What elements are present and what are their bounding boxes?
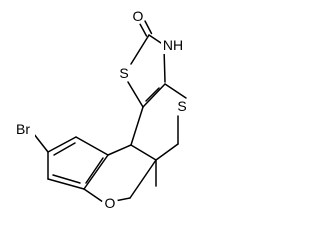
oxygen-carbonyl-label: O: [130, 8, 146, 24]
oxygen-ether-text: O: [105, 195, 116, 211]
bond-c4a-c9b: [130, 144, 157, 161]
bond-ring-2: [47, 178, 85, 190]
sulfur-thiopyran-text: S: [177, 98, 186, 114]
structure-diagram: O NH S S Br O: [11, 8, 190, 211]
oxygen-ether-label: O: [102, 195, 118, 211]
atom-label-layer: O NH S S Br O: [11, 8, 190, 211]
oxygen-carbonyl-text: O: [133, 8, 144, 24]
sulfur-thiopyran-label: S: [174, 98, 190, 114]
bromine-label: Br: [11, 120, 35, 138]
sulfur-thiazole-text: S: [119, 65, 128, 81]
bond-ring-2-inner: [52, 174, 81, 184]
bond-c2-o-double-a: [139, 23, 148, 37]
bond-ring-6-inner: [85, 157, 104, 184]
bromine-text: Br: [16, 121, 30, 137]
nh-label: NH: [161, 36, 185, 54]
bond-c3a-s-thiopyran: [164, 83, 187, 99]
bond-ring-4: [47, 136, 77, 153]
nh-text: NH: [163, 37, 183, 53]
bond-c3a-c9b-inner: [145, 87, 160, 102]
bond-c2-s: [130, 34, 150, 65]
bond-ring-4-inner: [53, 142, 76, 156]
bond-c4a-ch2o: [129, 159, 157, 199]
bond-ch2-c4a: [155, 143, 179, 161]
bond-o-c-aryl: [83, 188, 104, 203]
bond-s-c9b: [127, 81, 144, 108]
bond-c2-o-double-b: [144, 20, 153, 35]
sulfur-thiazole-label: S: [116, 65, 132, 81]
bond-c3a-c9b: [142, 83, 166, 108]
bond-ring-1: [83, 154, 109, 190]
bond-c9c-c-aryl: [107, 144, 132, 156]
bond-layer: [29, 20, 187, 203]
bond-ring-5: [75, 136, 109, 156]
bond-c9b-c9c: [130, 106, 144, 146]
